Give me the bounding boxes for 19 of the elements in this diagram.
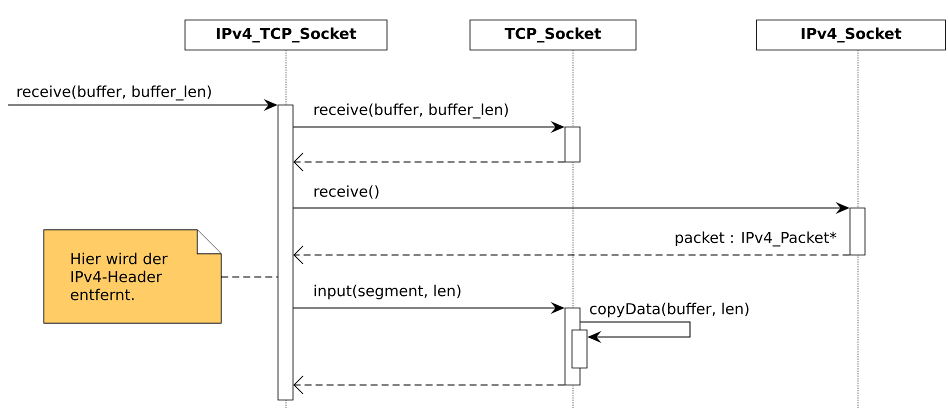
edge-label: input(segment, len) (312, 284, 463, 300)
return-arrow (293, 246, 850, 264)
edge-label: receive() (312, 184, 381, 200)
activation-bar (572, 330, 588, 368)
activation-bar (278, 104, 294, 400)
return-arrow (293, 152, 566, 172)
edge-label: receive(buffer, buffer_len) (15, 84, 214, 102)
lifeline-head: IPv4_TCP_Socket (184, 20, 388, 50)
lifeline-head: IPv4_Socket (756, 20, 946, 50)
lifeline-head: TCP_Socket (470, 20, 636, 50)
note-box: Hier wird der IPv4-Header entfernt. (43, 229, 222, 324)
edge-label: receive(buffer, buffer_len) (312, 102, 510, 120)
message-arrow (580, 322, 690, 344)
activation-bar (564, 126, 580, 162)
edge-label: copyData(buffer, len) (588, 302, 751, 318)
activation-bar (850, 208, 866, 256)
edge-label: packet : IPv4_Packet* (673, 230, 838, 248)
return-arrow (293, 376, 566, 394)
leader-line (220, 276, 278, 278)
